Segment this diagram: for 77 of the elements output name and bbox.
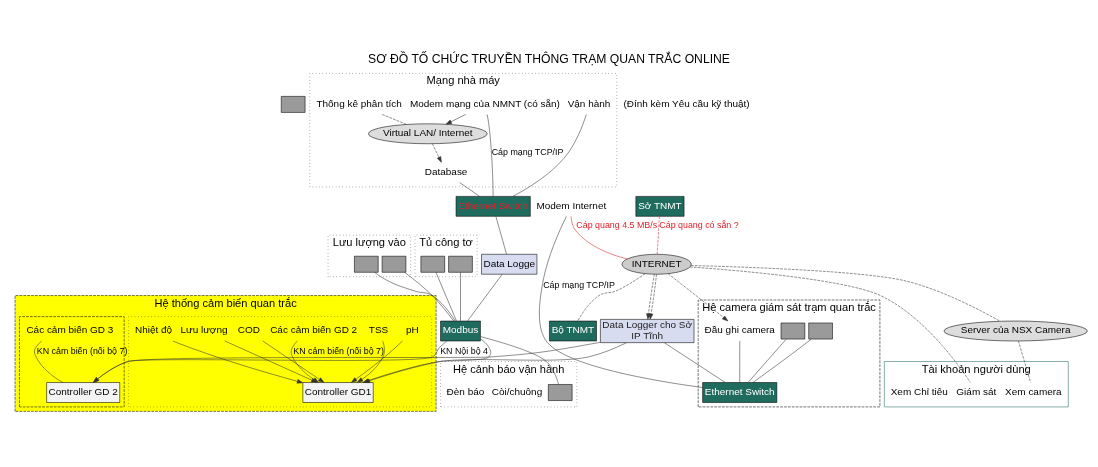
node-text: Các cảm biến GD 2 (270, 324, 358, 336)
connector (459, 182, 480, 197)
arrow (445, 114, 466, 125)
edge-label: Cáp mạng TCP/IP (491, 147, 564, 158)
connector (656, 216, 660, 255)
node-text: COD (237, 324, 260, 336)
connector (495, 216, 507, 255)
node-text: Đầu ghi camera (704, 324, 775, 336)
connector (689, 266, 971, 383)
edge-label: Cáp mạng TCP/IP (543, 280, 615, 291)
connector (34, 340, 64, 383)
node-box: Modbus (440, 320, 481, 342)
connector (752, 338, 812, 383)
arrow (172, 340, 304, 384)
node-text: Nhiệt độ (134, 324, 173, 336)
node-box (420, 255, 445, 273)
edge-label: KN cảm biến (nối bộ 7) (36, 346, 128, 357)
node-box: Controller GD1 (302, 382, 374, 403)
node-text: TSS (368, 324, 389, 336)
connector (404, 272, 454, 322)
node-text: Modem mạng của NMNT (có sẵn) (409, 97, 560, 109)
arrow (667, 273, 729, 322)
node-box: Controller GD 2 (46, 382, 121, 403)
node-box (448, 255, 473, 273)
node-text: Database (424, 165, 468, 177)
node-text: pH (405, 324, 419, 336)
label: (Đính kèm Yêu cầu kỹ thuật) (623, 97, 750, 109)
node-box: Ethernet Switch (455, 196, 531, 217)
node-box (354, 255, 379, 273)
node-box: Data Logge (481, 254, 538, 275)
connector (690, 265, 1001, 322)
connector (435, 272, 457, 322)
node-text: Đèn báo (446, 385, 485, 397)
node-text: Lưu lượng (180, 324, 228, 336)
node-text: Giám sát (956, 385, 997, 397)
node-text: Xem camera (1005, 385, 1062, 397)
connector (374, 272, 456, 322)
connector (480, 336, 559, 385)
connector (467, 274, 503, 322)
arrow (432, 143, 442, 163)
connector (381, 114, 407, 125)
node-box: Ethernet Switch (702, 382, 778, 403)
node-box (548, 384, 573, 401)
connector (460, 272, 461, 322)
diagram-title: SƠ ĐỒ TỐ CHỨC TRUYỀN THÔNG TRẠM QUAN TRẮC ONLINE (368, 52, 730, 67)
node-text: Modem Internet (536, 199, 607, 211)
connector (739, 340, 740, 383)
edge-label: KN Nội bộ 4 (440, 346, 488, 357)
edge-label: Cáp quang có sẵn ? (659, 219, 739, 230)
node-text: Còi/chuông (491, 385, 543, 397)
cluster (19, 316, 125, 408)
node-box: Data Logger cho Sở IP Tĩnh (600, 319, 695, 343)
node-text: Thống kê phân tích (316, 97, 402, 109)
cluster (128, 316, 432, 408)
connector (486, 114, 494, 197)
connector (1018, 340, 1031, 383)
node-box (780, 322, 806, 340)
edge-label: Cáp quang 4.5 MB/s (576, 219, 658, 230)
node-box (281, 96, 306, 113)
cluster: Tủ công tơ (414, 234, 478, 277)
node-box (808, 322, 833, 340)
connector (539, 216, 703, 388)
node-box: Bộ TNMT (549, 320, 597, 342)
cluster: Lưu lượng vào (327, 234, 411, 277)
node-ellipse: Virtual LAN/ Internet (368, 123, 488, 144)
node-text: Vận hành (567, 97, 611, 109)
connector (577, 273, 646, 322)
node-box: Sở TNMT (635, 196, 685, 217)
node-box (381, 255, 407, 273)
connector (747, 338, 787, 383)
node-ellipse: Server của NSX Camera (943, 320, 1088, 342)
edge-label: KN cảm biến (nối bộ 7) (293, 346, 384, 357)
node-text: Các cảm biến GD 3 (26, 324, 114, 336)
node-text: Xem Chỉ tiêu (890, 385, 948, 397)
connector (512, 114, 587, 197)
connector (664, 342, 726, 383)
node-ellipse: INTERNET (621, 254, 692, 275)
